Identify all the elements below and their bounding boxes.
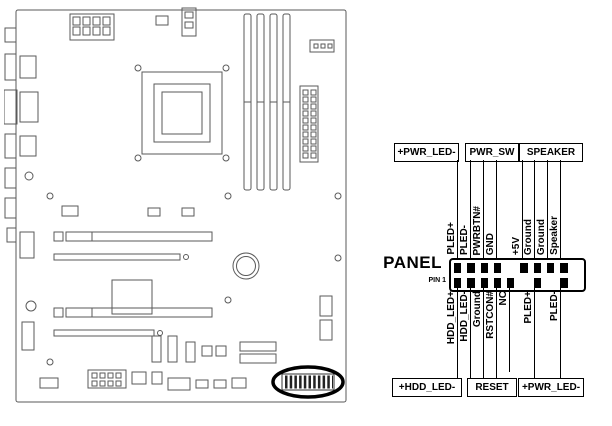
panel-connector [449,258,586,292]
pin-cell [571,260,584,275]
pin-label: Ground [536,218,547,255]
pin-label: GND [485,232,496,255]
reset-box: RESET [467,378,517,397]
pin-label: PLED+ [523,291,534,324]
pin-label: NC [498,291,509,306]
speaker-box: SPEAKER [519,143,583,162]
pin-cell [491,275,504,290]
pin-label-column: HDD_LED+ [446,288,460,378]
pin-cell [491,260,504,275]
panel-title: PANEL [383,253,442,272]
pin-cell [504,260,517,275]
pin-label: PLED- [459,225,470,255]
pin-label-column: HDD_LED- [459,288,473,378]
pin-label: Speaker [549,216,560,255]
pin-cell [464,260,477,275]
connector-line [470,160,471,258]
pin-label-column: Speaker [549,160,563,258]
pin-cell [557,275,570,290]
pin-label-column: PLED+ [446,160,460,258]
connector-line [470,288,471,378]
pin-label: Ground [472,291,483,328]
pin-label-column: RSTCON# [485,288,499,378]
connector-line [534,288,535,378]
connector-line [457,288,458,378]
pin-label-column: Ground [523,160,537,258]
pin-label-column: PWRBTN# [472,160,486,258]
pwr-sw-box: PWR_SW [465,143,519,162]
pin-label: HDD_LED- [459,291,470,342]
pin-cell [544,260,557,275]
pin1-label: PIN 1 [428,277,446,284]
connector-line [547,160,548,258]
connector-line [496,288,497,378]
connector-line [534,160,535,258]
pin-label: PLED+ [446,222,457,255]
pin-label-column: Ground [472,288,486,378]
pin-label-column: GND [485,160,499,258]
pin-cell [531,275,544,290]
front-panel-header-location [271,365,345,399]
pin-cell [504,275,517,290]
motherboard-diagram [4,7,347,403]
pwr-led-top-box: +PWR_LED- [394,143,459,162]
pin-label-column: PLED- [549,288,563,378]
connector-line [457,160,458,258]
connector-line [560,288,561,378]
connector-line [483,160,484,258]
pin-label: RSTCON# [485,291,496,339]
pin-label-column: PLED- [459,160,473,258]
pin-label-column: NC [498,288,512,372]
pin-cell [571,275,584,290]
pin-label: PLED- [549,291,560,321]
pin-label: PWRBTN# [472,205,483,255]
connector-line [522,160,523,258]
pin-cell [451,260,464,275]
pin-cell [451,275,464,290]
pin-cell [517,260,530,275]
pin-row-bottom [451,275,584,290]
pin-label-column: PLED+ [523,288,537,378]
connector-line [483,288,484,378]
connector-line [496,160,497,258]
pin-label: Ground [523,218,534,255]
pin-cell [557,260,570,275]
pin-cell [478,260,491,275]
hdd-led-box: +HDD_LED- [392,378,462,397]
pin-label: HDD_LED+ [446,291,457,345]
pin-cell [531,260,544,275]
pwr-led-bottom-box: +PWR_LED- [518,378,584,397]
pin-label: +5V [511,236,522,255]
connector-line [509,288,510,372]
pin-label-column: Ground [536,160,550,258]
pin-cell [478,275,491,290]
connector-line [560,160,561,258]
pin-cell [464,275,477,290]
pin-row-top [451,260,584,275]
pin-label-column: +5V [511,160,525,258]
